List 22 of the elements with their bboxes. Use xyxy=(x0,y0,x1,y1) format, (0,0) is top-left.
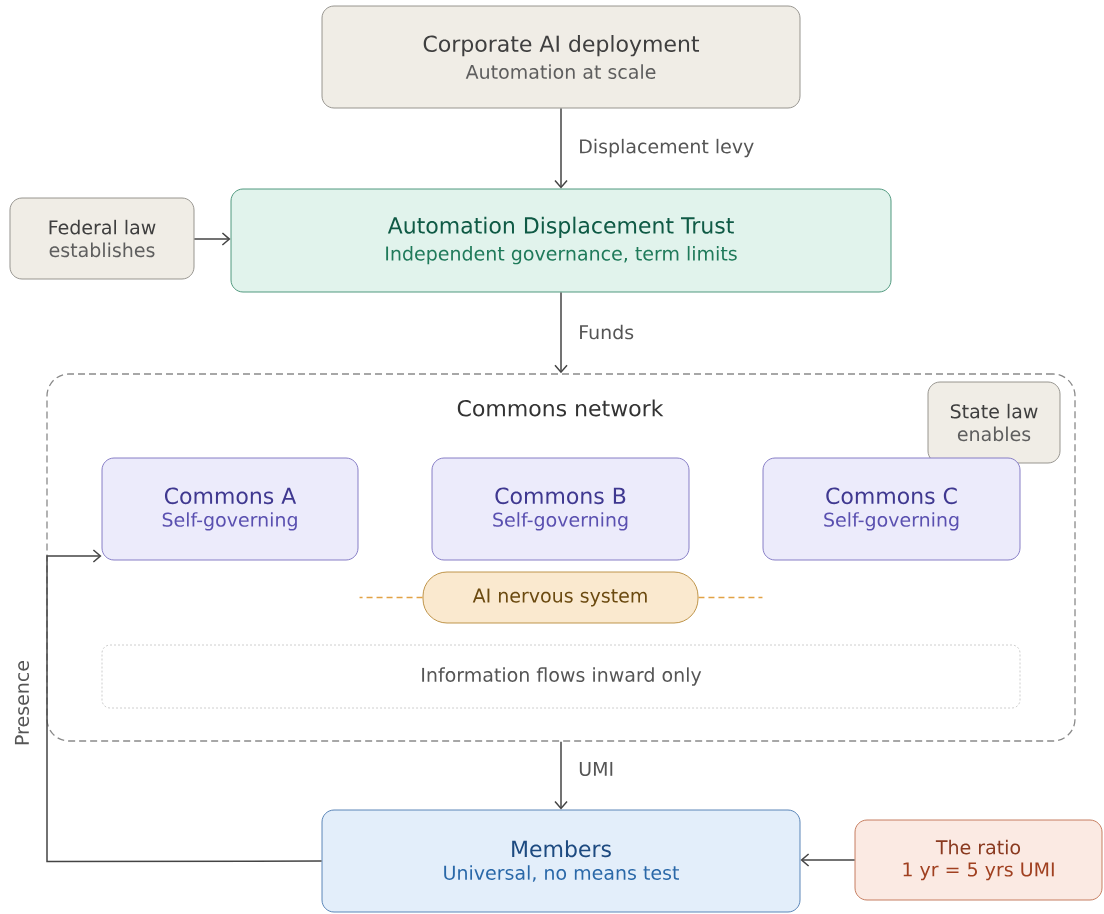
process-box: Commons B Self-governing xyxy=(431,457,690,561)
edge-label: Funds xyxy=(576,322,637,342)
note-box: Information flows inward only xyxy=(101,644,1021,709)
container-title: Commons network xyxy=(457,399,664,417)
process-box: The ratio 1 yr = 5 yrs UMI xyxy=(854,819,1103,901)
process-box: Members Universal, no means test xyxy=(321,809,801,913)
arrow xyxy=(800,853,856,867)
edge-label: Displacement levy xyxy=(576,136,757,160)
process-box: Commons C Self-governing xyxy=(762,457,1021,561)
process-box: Commons A Self-governing xyxy=(101,457,359,561)
arrow xyxy=(193,232,231,246)
process-box: State law enables xyxy=(927,381,1061,464)
rounded-pill: AI nervous system xyxy=(422,571,699,624)
arrow xyxy=(554,740,568,810)
edge-label: UMI xyxy=(576,759,617,779)
arrow xyxy=(554,291,568,374)
process-box: Corporate AI deployment Automation at scale xyxy=(321,5,801,109)
process-box: Automation Displacement Trust Independent governance, term limits xyxy=(230,188,892,293)
arrow xyxy=(46,549,323,863)
edge-label: Presence xyxy=(12,658,32,748)
arrow xyxy=(554,107,568,189)
process-box: Federal law establishes xyxy=(9,197,195,280)
